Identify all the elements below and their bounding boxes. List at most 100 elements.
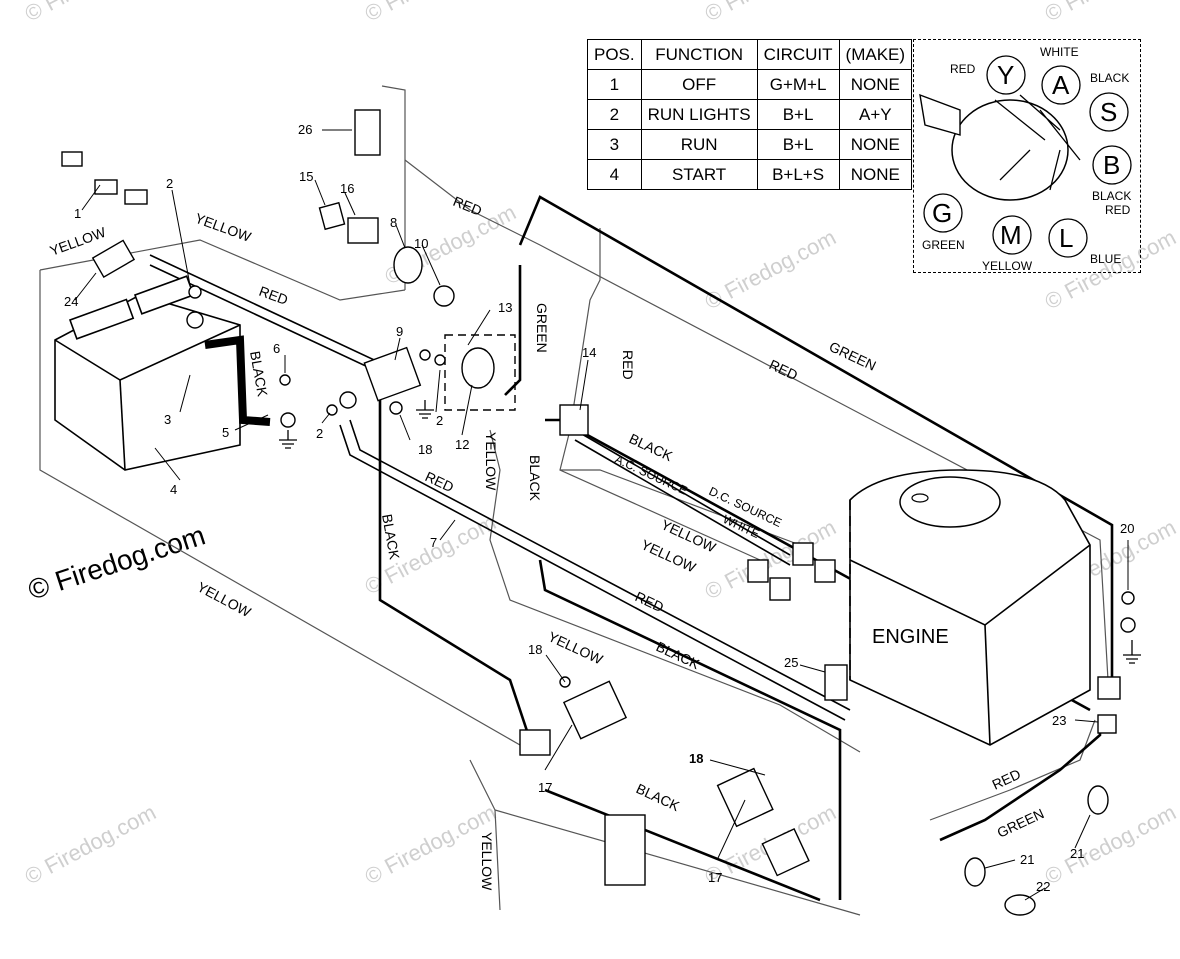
engine: ENGINE — [849, 469, 1091, 746]
ground-symbol — [1123, 640, 1141, 664]
terminal-l-label: L — [1059, 223, 1073, 253]
connector-lower — [761, 828, 810, 877]
ground-symbol — [416, 400, 434, 419]
table-cell: B+L — [756, 129, 840, 160]
component-16 — [347, 217, 379, 244]
component-1a — [61, 151, 83, 167]
component-25 — [824, 664, 848, 701]
connector-dc-2 — [814, 559, 836, 583]
part-number-18: 18 — [418, 442, 432, 457]
column-header: (MAKE) — [838, 39, 913, 70]
part-number-2: 2 — [166, 176, 173, 191]
key-switch-diagram: Y A S B G M L RED WHITE BLACK BLACK RED … — [919, 45, 1132, 273]
component-washer — [419, 349, 431, 361]
table-row: 3 RUN B+L NONE — [587, 129, 913, 160]
terminal-g-label: G — [932, 198, 952, 228]
part-number-3: 3 — [164, 412, 171, 427]
table-cell: START — [640, 159, 758, 190]
wire-label-yellow: YELLOW — [195, 579, 255, 621]
table-cell: B+L+S — [756, 159, 840, 190]
part-number-4: 4 — [170, 482, 177, 497]
key-label-red: RED — [950, 62, 976, 76]
wire-label-black: BLACK — [634, 780, 683, 814]
wire-label-black: BLACK — [654, 638, 703, 672]
connector-ac-2 — [769, 577, 791, 601]
part-number-6: 6 — [273, 341, 280, 356]
connector-harness — [519, 729, 551, 756]
part-number-23: 23 — [1052, 713, 1066, 728]
connector-ac — [747, 559, 769, 583]
component-26 — [354, 109, 381, 156]
table-cell: B+L — [756, 99, 840, 130]
part-number-2: 2 — [436, 413, 443, 428]
switch-position-table: POS. FUNCTION CIRCUIT (MAKE) 1 OFF G+M+L… — [587, 39, 913, 190]
component-20-ring — [1120, 617, 1136, 633]
terminal-y-label: Y — [997, 60, 1014, 90]
wire-label-red: RED — [620, 350, 636, 380]
ground-symbol — [279, 430, 297, 449]
part-number-2: 2 — [316, 426, 323, 441]
ignition-switch-detail — [444, 334, 516, 411]
part-number-20: 20 — [1120, 521, 1134, 536]
component-20-bolt — [1121, 591, 1135, 605]
terminal-s-label: S — [1100, 97, 1117, 127]
harness-double-lines — [149, 254, 851, 721]
component-21a — [964, 857, 986, 887]
wire-label-green: GREEN — [995, 805, 1047, 841]
component-ring-2 — [339, 391, 357, 409]
key-icon — [919, 93, 961, 136]
part-number-21: 21 — [1070, 846, 1084, 861]
wire-label-black: BLACK — [247, 350, 271, 399]
terminal-b — [1092, 145, 1132, 185]
column-header: FUNCTION — [640, 39, 758, 70]
wire-label-red: RED — [633, 588, 667, 615]
column-header: POS. — [587, 39, 642, 70]
part-number-7: 7 — [430, 535, 437, 550]
component-17a — [562, 680, 628, 740]
part-number-17: 17 — [538, 780, 552, 795]
part-number-1: 1 — [74, 206, 81, 221]
table-header-row: POS. FUNCTION CIRCUIT (MAKE) — [587, 39, 913, 70]
part-number-14: 14 — [582, 345, 596, 360]
component-1c — [124, 189, 148, 205]
key-label-blue: BLUE — [1090, 252, 1121, 266]
engine-label: ENGINE — [872, 626, 949, 648]
table-cell: RUN LIGHTS — [640, 99, 758, 130]
terminal-m-label: M — [1000, 220, 1022, 250]
connector-dc — [792, 542, 814, 566]
terminal-s — [1089, 92, 1129, 132]
watermark: © Firedog.com — [1041, 0, 1180, 26]
component-21b — [1087, 785, 1109, 815]
component-1b — [94, 179, 118, 195]
ground-symbols — [279, 400, 1141, 664]
table-cell: RUN — [640, 129, 758, 160]
component-6 — [279, 374, 291, 386]
part-number-25: 25 — [784, 655, 798, 670]
part-number-15: 15 — [299, 169, 313, 184]
callout-leaders — [74, 129, 1129, 901]
key-switch-box — [913, 39, 1141, 273]
connector-20 — [1097, 676, 1121, 700]
part-number-17: 17 — [708, 870, 722, 885]
table-cell: OFF — [640, 69, 758, 100]
terminal-g — [923, 193, 963, 233]
wire-label-black: BLACK — [527, 455, 543, 502]
component-22 — [1004, 894, 1036, 916]
column-header: CIRCUIT — [756, 39, 840, 70]
table-row: 2 RUN LIGHTS B+L A+Y — [587, 99, 913, 130]
table-cell: G+M+L — [756, 69, 840, 100]
component-15 — [318, 201, 346, 231]
watermark: © Firedog.com — [21, 0, 160, 26]
watermark: © Firedog.com — [361, 0, 500, 26]
wire-label-yellow: YELLOW — [193, 210, 254, 245]
wire-label-black: BLACK — [379, 513, 403, 562]
component-2c — [434, 354, 446, 366]
table-cell: NONE — [838, 69, 913, 100]
component-17b — [716, 767, 774, 828]
table-cell: NONE — [838, 129, 913, 160]
terminal-b-label: B — [1103, 150, 1120, 180]
components — [61, 109, 1136, 916]
wire-label-red: RED — [257, 283, 290, 308]
wire-label-yellow: YELLOW — [483, 432, 499, 491]
part-number-24: 24 — [64, 294, 78, 309]
